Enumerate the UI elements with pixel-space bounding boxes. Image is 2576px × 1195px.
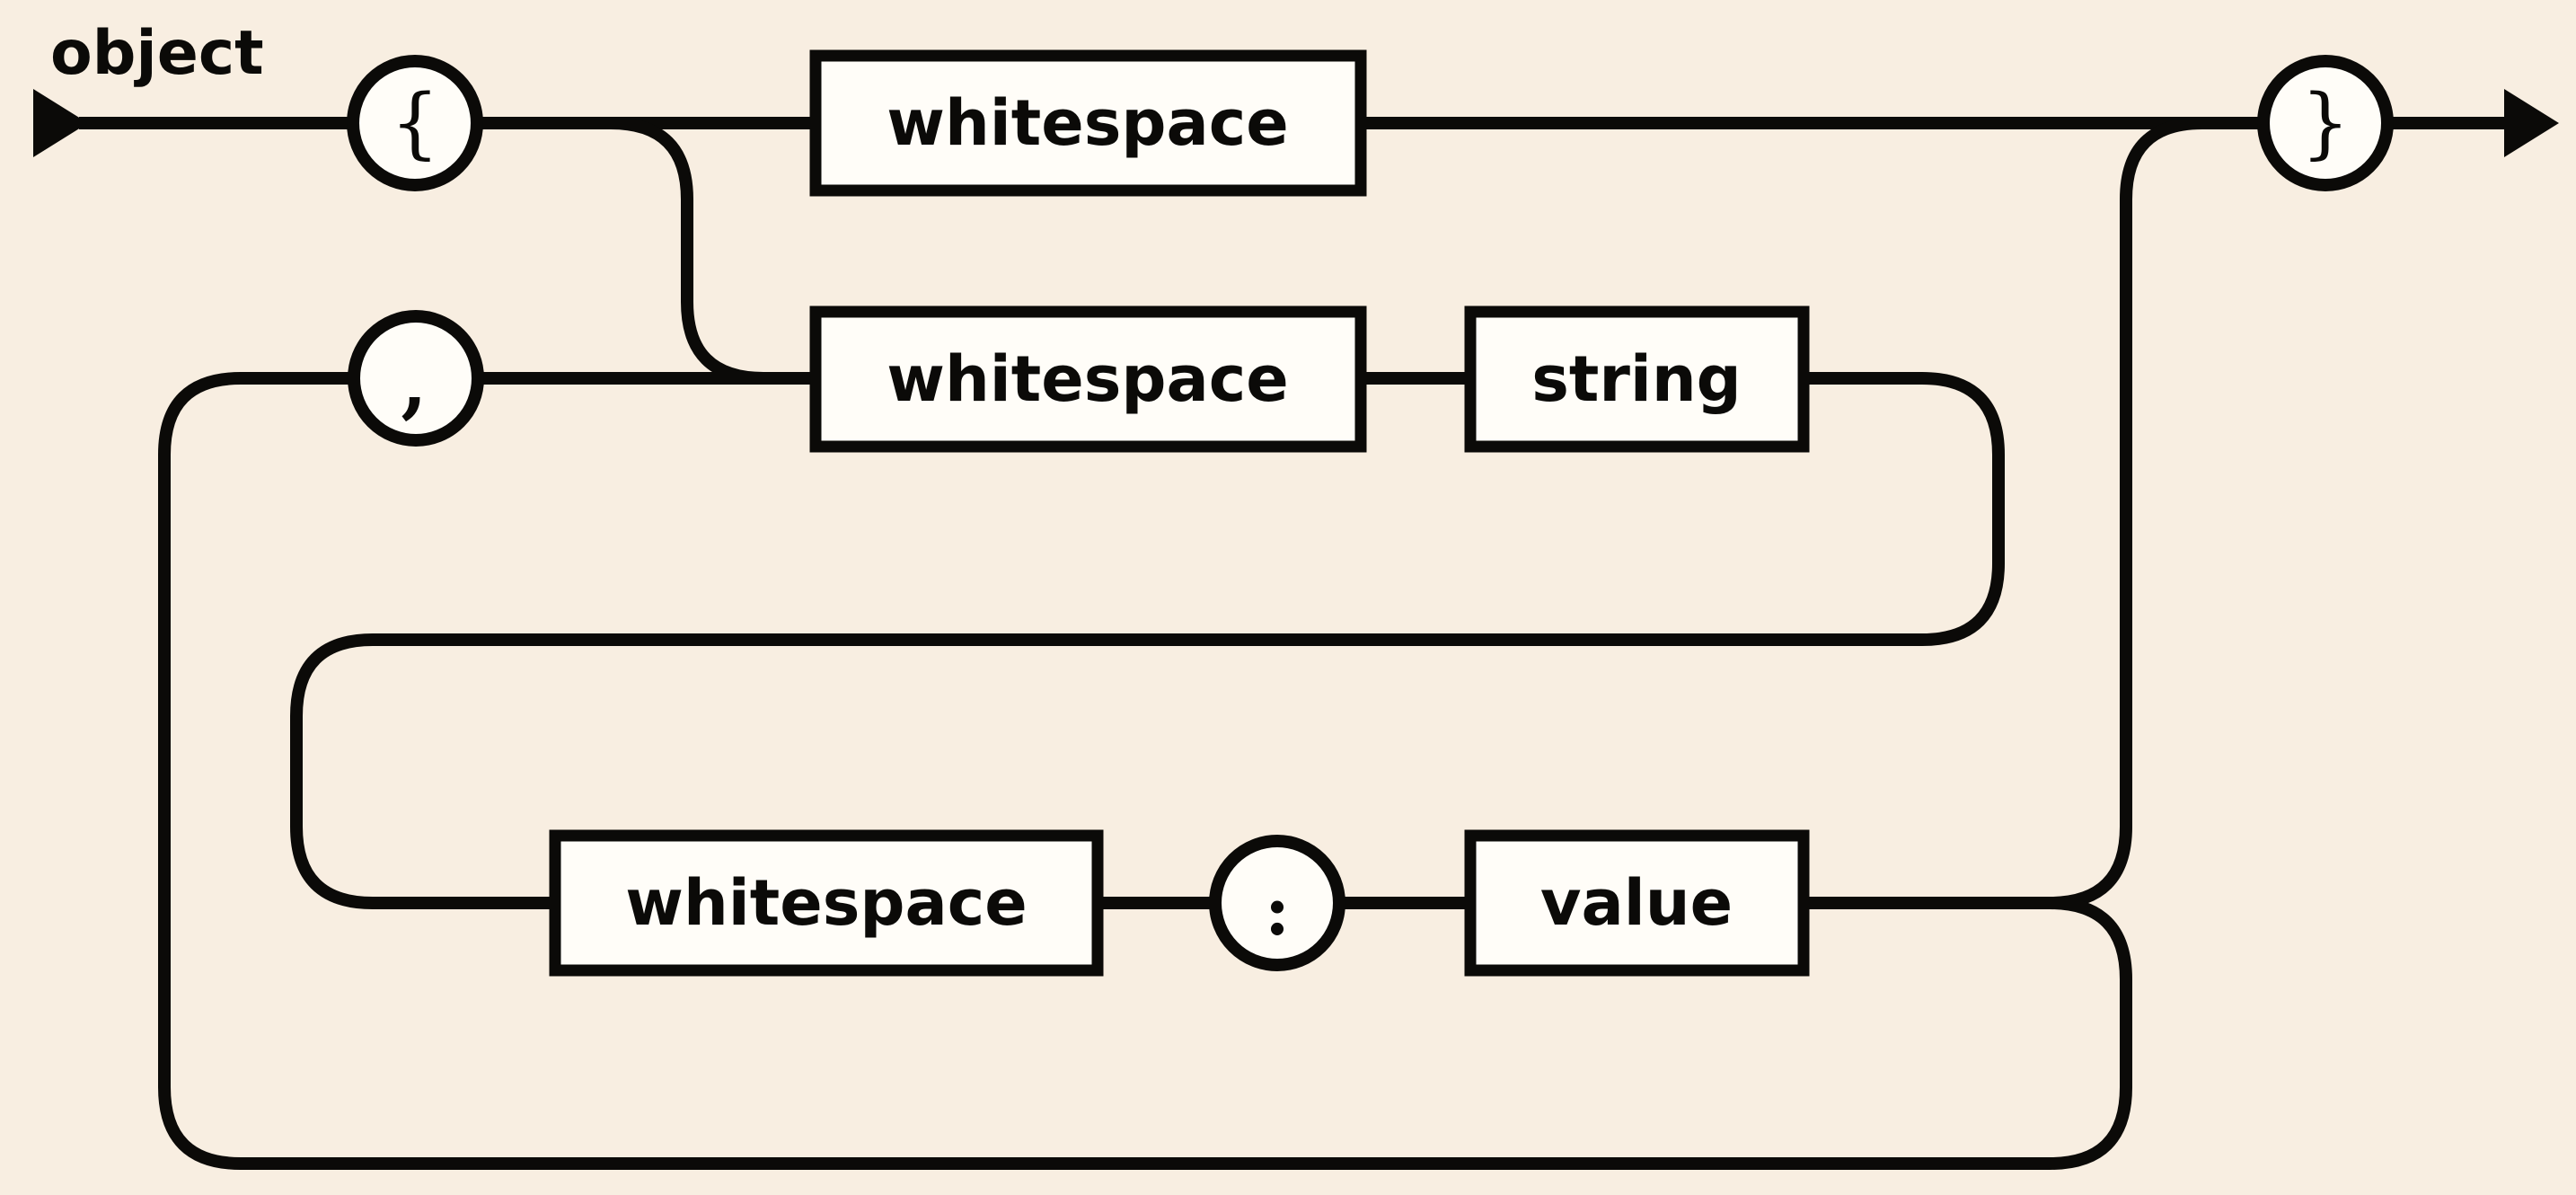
rail-loop-back [158, 372, 2132, 1170]
terminal-open-brace: { [347, 55, 483, 191]
node-whitespace-member: whitespace [809, 305, 1367, 453]
terminal-comma: , [348, 310, 484, 447]
whitespace-value-box [549, 829, 1104, 977]
close-brace-circle [2257, 55, 2394, 191]
string-box [1464, 305, 1810, 453]
colon-circle [1209, 835, 1345, 971]
whitespace-value-label: whitespace [625, 866, 1027, 940]
comma-glyph: , [401, 338, 427, 427]
open-brace-circle [347, 55, 483, 191]
node-string: string [1464, 305, 1810, 453]
whitespace-member-label: whitespace [887, 342, 1288, 416]
whitespace-top-box [809, 49, 1367, 197]
value-box [1464, 829, 1810, 977]
diagram-title: object [50, 18, 264, 89]
node-whitespace-top: whitespace [809, 49, 1367, 197]
entry-arrow-icon [33, 89, 88, 157]
colon-glyph: : [1265, 871, 1290, 951]
string-label: string [1531, 342, 1742, 416]
exit-arrow-icon [2504, 89, 2559, 157]
terminal-colon: : [1209, 835, 1345, 971]
value-label: value [1540, 866, 1733, 940]
rail-branch-open-to-member [610, 117, 764, 385]
node-whitespace-value: whitespace [549, 829, 1104, 977]
whitespace-member-box [809, 305, 1367, 453]
rail-member-value-path [241, 117, 2203, 909]
terminal-close-brace: } [2257, 55, 2394, 191]
node-value: value [1464, 829, 1810, 977]
comma-circle [348, 310, 484, 447]
open-brace-glyph: { [391, 78, 440, 168]
whitespace-top-label: whitespace [887, 86, 1288, 160]
close-brace-glyph: } [2301, 78, 2351, 168]
